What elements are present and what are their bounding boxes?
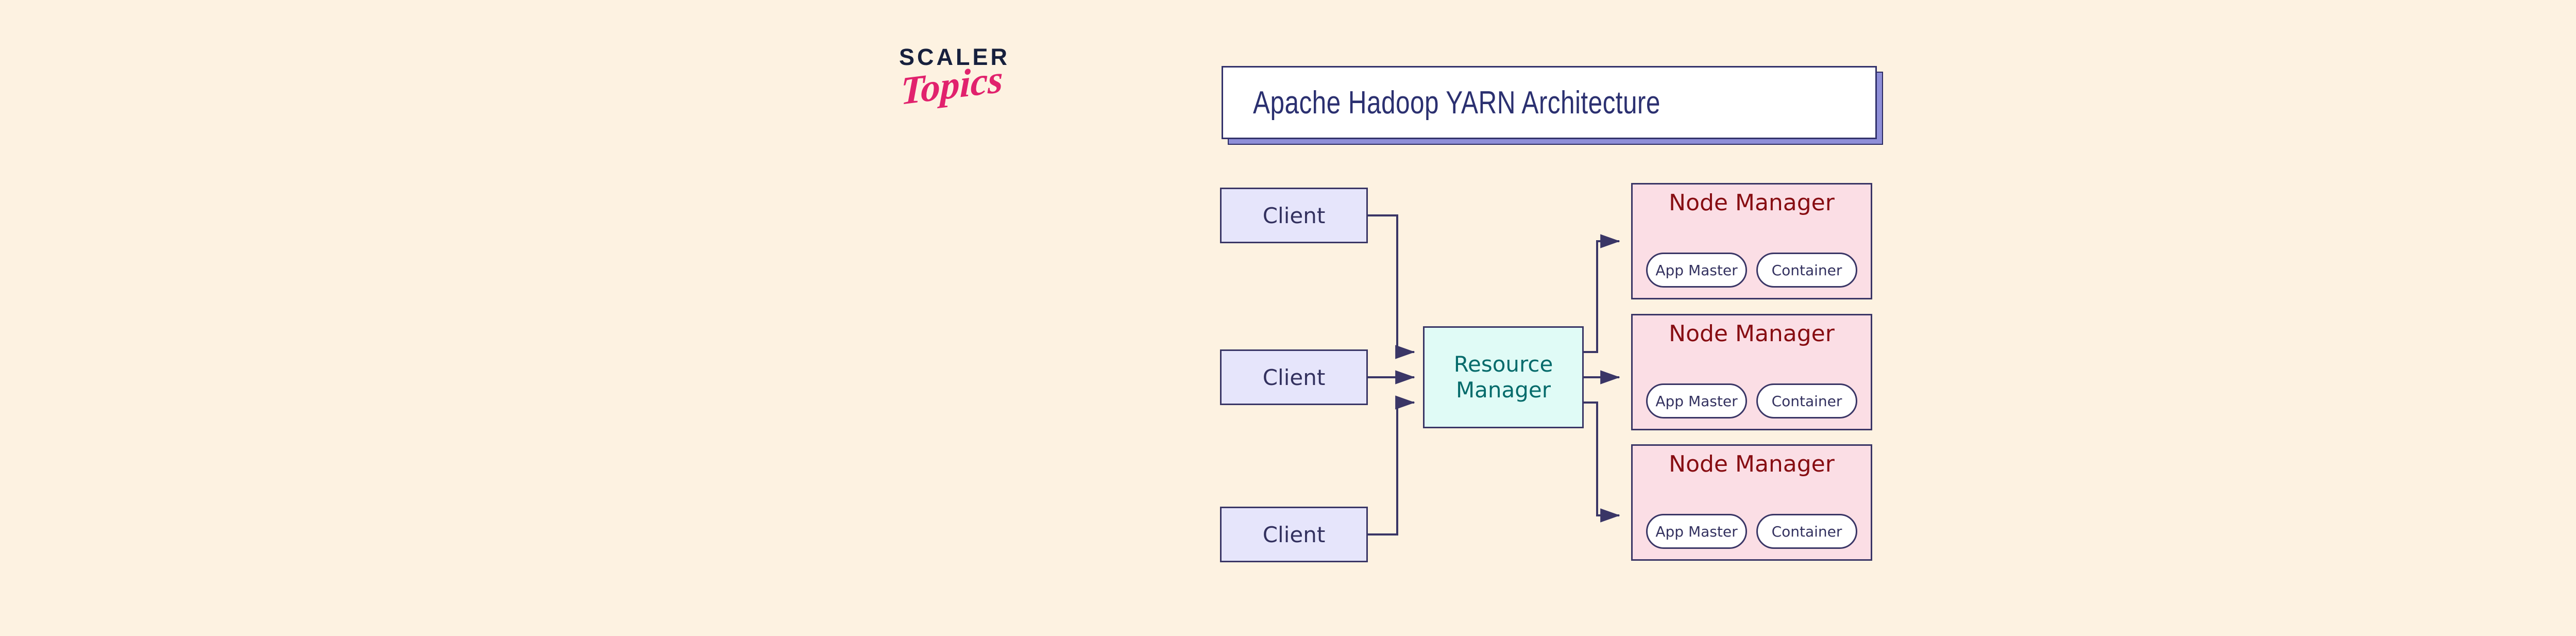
client-node-1-label: Client bbox=[1262, 203, 1326, 228]
client-node-2[interactable]: Client bbox=[1220, 349, 1368, 405]
node-manager-1-title: Node Manager bbox=[1669, 190, 1835, 216]
logo-scaler-wordmark: SCALER bbox=[899, 44, 1010, 70]
resource-manager-label-line2: Manager bbox=[1455, 377, 1551, 403]
node-manager-1[interactable]: Node Manager App Master Container bbox=[1631, 183, 1872, 299]
client-node-3[interactable]: Client bbox=[1220, 507, 1368, 562]
node-manager-1-children: App Master Container bbox=[1646, 253, 1857, 288]
container-pill-3[interactable]: Container bbox=[1756, 514, 1857, 549]
node-manager-2-title: Node Manager bbox=[1669, 321, 1835, 347]
app-master-pill-2[interactable]: App Master bbox=[1646, 383, 1747, 419]
node-manager-2-children: App Master Container bbox=[1646, 383, 1857, 419]
title-banner: Apache Hadoop YARN Architecture bbox=[1222, 66, 1877, 139]
scaler-topics-logo: SCALER Topics bbox=[899, 45, 1033, 128]
container-pill-1[interactable]: Container bbox=[1756, 253, 1857, 288]
app-master-pill-1[interactable]: App Master bbox=[1646, 253, 1747, 288]
node-manager-2[interactable]: Node Manager App Master Container bbox=[1631, 314, 1872, 430]
resource-manager-label-line1: Resource bbox=[1453, 352, 1553, 377]
node-manager-3-title: Node Manager bbox=[1669, 451, 1835, 477]
app-master-pill-3[interactable]: App Master bbox=[1646, 514, 1747, 549]
container-pill-2[interactable]: Container bbox=[1756, 383, 1857, 419]
page-title: Apache Hadoop YARN Architecture bbox=[1253, 85, 1660, 121]
node-manager-3-children: App Master Container bbox=[1646, 514, 1857, 549]
client-node-2-label: Client bbox=[1262, 364, 1326, 390]
resource-manager-node[interactable]: Resource Manager bbox=[1423, 326, 1584, 428]
client-node-1[interactable]: Client bbox=[1220, 188, 1368, 243]
client-node-3-label: Client bbox=[1262, 522, 1326, 547]
node-manager-3[interactable]: Node Manager App Master Container bbox=[1631, 444, 1872, 561]
